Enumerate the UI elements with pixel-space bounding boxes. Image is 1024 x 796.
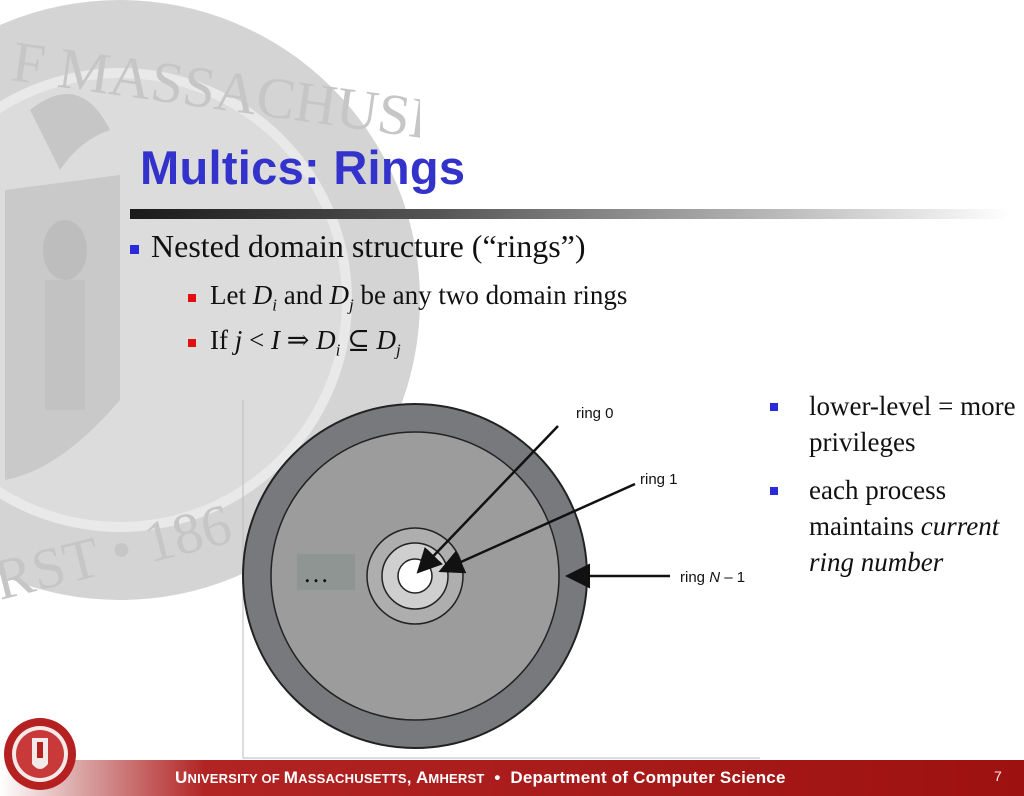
university-seal-watermark: F MASSACHUSETTS RST • 186	[0, 0, 420, 613]
footer-bar	[0, 760, 1024, 796]
side-bullets: lower-level = more privileges each proce…	[770, 388, 1020, 592]
title-divider	[130, 209, 1010, 219]
ellipsis-box	[297, 554, 355, 590]
bullet-let-di-dj: Let Di and Dj be any two domain rings	[188, 280, 627, 315]
bullet-text: Nested domain structure (“rings”)	[151, 228, 586, 264]
bullet-if-j-less-i: If j < I ⇒ Di ⊆ Dj	[188, 325, 401, 360]
bullet-square-icon	[130, 245, 139, 254]
bullet-text: each process maintains current ring numb…	[809, 475, 1000, 577]
bullet-square-icon	[188, 339, 196, 347]
bullet-text: If j < I ⇒ Di ⊆ Dj	[210, 325, 401, 360]
slide-title: Multics: Rings	[140, 141, 466, 194]
ring-diagram: … ring 0 ring 1 ring N – 1	[242, 400, 760, 759]
bullet-nested-domain: Nested domain structure (“rings”)	[130, 228, 586, 265]
bullet-square-icon	[770, 403, 778, 411]
label-ring0: ring 0	[576, 405, 614, 422]
umass-seal-logo	[4, 718, 76, 790]
label-ringN: ring N – 1	[680, 569, 745, 586]
bullet-square-icon	[770, 487, 778, 495]
side-bullet-current-ring: each process maintains current ring numb…	[770, 472, 1020, 580]
bullet-square-icon	[188, 294, 196, 302]
label-ring1: ring 1	[640, 471, 678, 488]
arrow-ring1	[438, 482, 636, 574]
arrow-ring0	[416, 425, 559, 574]
side-bullet-privileges: lower-level = more privileges	[770, 388, 1020, 460]
bullet-text: Let Di and Dj be any two domain rings	[210, 280, 628, 315]
footer-institution: UNIVERSITY OF MASSACHUSETTS, AMHERST • D…	[175, 768, 786, 787]
bullet-text: lower-level = more privileges	[809, 391, 1016, 457]
ellipsis: …	[303, 559, 329, 588]
page-number: 7	[994, 768, 1002, 784]
